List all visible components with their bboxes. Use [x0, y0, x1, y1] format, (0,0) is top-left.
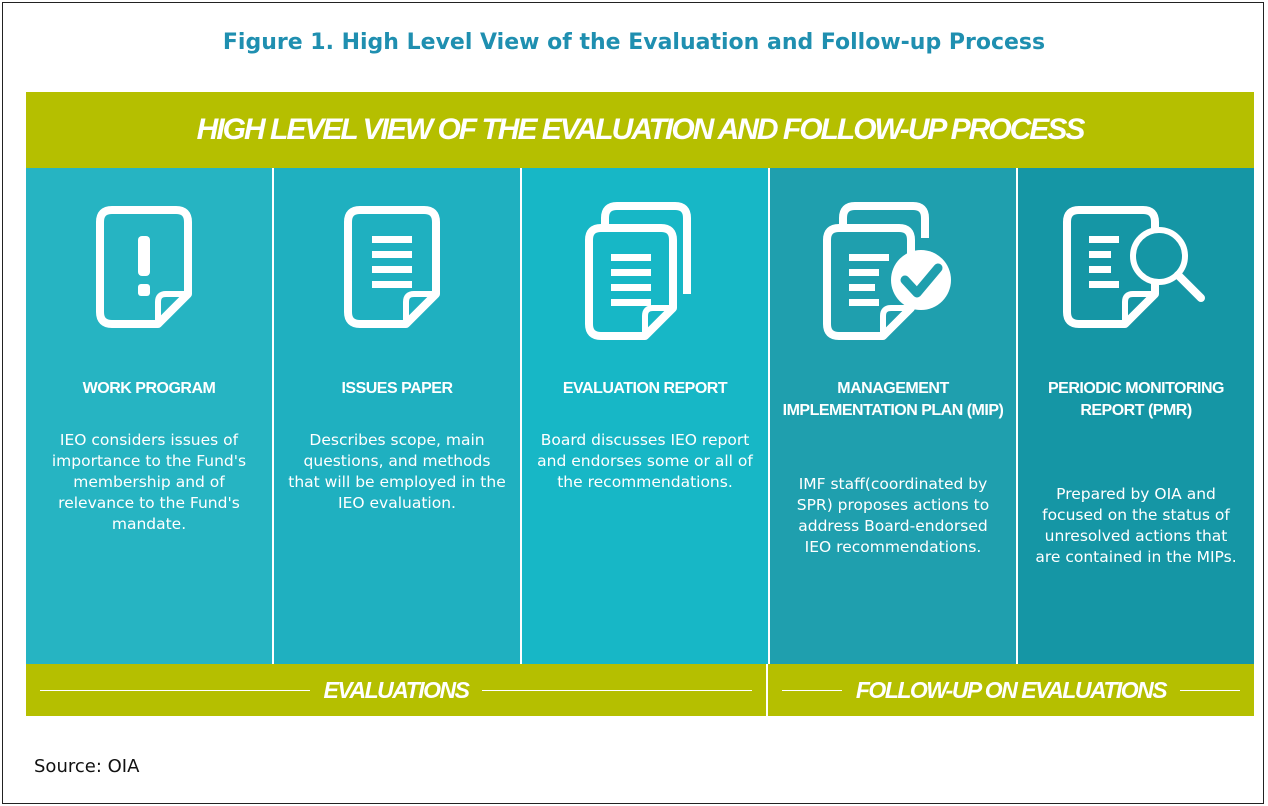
- document-lines-icon: [274, 198, 520, 348]
- column-description: IEO considers issues of importance to th…: [51, 431, 247, 533]
- column-title: ISSUES PAPER: [341, 380, 453, 397]
- phase-footer: EVALUATIONS FOLLOW-UP ON EVALUATIONS: [26, 664, 1254, 716]
- column-periodic-monitoring-report: PERIODIC MONITORING REPORT (PMR) Prepare…: [1016, 168, 1254, 664]
- stacked-documents-icon: [522, 198, 768, 348]
- evaluations-label: EVALUATIONS: [323, 676, 470, 703]
- column-work-program: WORK PROGRAM IEO considers issues of imp…: [26, 168, 272, 664]
- documents-checkmark-icon: [770, 198, 1016, 348]
- column-description: IMF staff(coordinated by SPR) proposes a…: [796, 475, 990, 556]
- document-magnifier-icon: [1018, 198, 1254, 348]
- column-title: MANAGEMENT IMPLEMENTATION PLAN (MIP): [782, 380, 1004, 419]
- document-exclamation-icon: [26, 198, 272, 348]
- column-title: WORK PROGRAM: [82, 380, 216, 397]
- source-note: Source: OIA: [34, 756, 140, 777]
- column-description: Prepared by OIA and focused on the statu…: [1035, 485, 1237, 566]
- column-title: PERIODIC MONITORING REPORT (PMR): [1048, 380, 1225, 419]
- column-description: Describes scope, main questions, and met…: [288, 431, 506, 512]
- banner-title: HIGH LEVEL VIEW OF THE EVALUATION AND FO…: [196, 113, 1086, 146]
- column-description: Board discusses IEO report and endorses …: [537, 431, 753, 491]
- process-columns: WORK PROGRAM IEO considers issues of imp…: [26, 168, 1254, 664]
- process-infographic: HIGH LEVEL VIEW OF THE EVALUATION AND FO…: [26, 92, 1254, 716]
- follow-up-section: FOLLOW-UP ON EVALUATIONS: [766, 664, 1254, 716]
- column-title: EVALUATION REPORT: [562, 380, 728, 397]
- divider-line: [482, 689, 752, 691]
- divider-line: [1180, 689, 1240, 691]
- column-evaluation-report: EVALUATION REPORT Board discusses IEO re…: [520, 168, 768, 664]
- divider-line: [782, 689, 842, 691]
- evaluations-section: EVALUATIONS: [26, 664, 766, 716]
- follow-up-label: FOLLOW-UP ON EVALUATIONS: [855, 676, 1168, 703]
- figure-title: Figure 1. High Level View of the Evaluat…: [222, 30, 1046, 55]
- divider-line: [40, 689, 310, 691]
- column-management-implementation-plan: MANAGEMENT IMPLEMENTATION PLAN (MIP) IMF…: [768, 168, 1016, 664]
- column-issues-paper: ISSUES PAPER Describes scope, main quest…: [272, 168, 520, 664]
